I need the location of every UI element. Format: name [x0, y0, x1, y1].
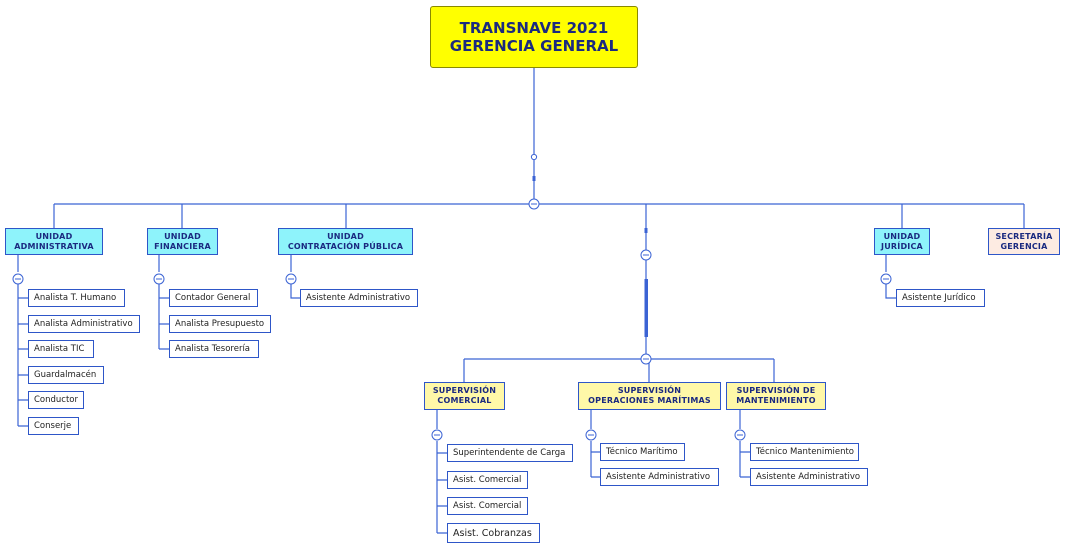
leaf-analista-presupuesto[interactable]: Analista Presupuesto [169, 315, 271, 333]
leaf-operaciones-asistente-administrativo[interactable]: Asistente Administrativo [600, 468, 719, 486]
unit-administrativa[interactable]: UNIDAD ADMINISTRATIVA [5, 228, 103, 255]
leaf-asist-comercial[interactable]: Asist. Comercial [447, 471, 528, 489]
unit-financiera[interactable]: UNIDAD FINANCIERA [147, 228, 218, 255]
supervision-operaciones-maritimas[interactable]: SUPERVISIÓN OPERACIONES MARÍTIMAS [578, 382, 721, 410]
leaf-analista-t-humano[interactable]: Analista T. Humano [28, 289, 125, 307]
leaf-analista-administrativo[interactable]: Analista Administrativo [28, 315, 140, 333]
leaf-conserje[interactable]: Conserje [28, 417, 79, 435]
leaf-mantenimiento-asistente-administrativo[interactable]: Asistente Administrativo [750, 468, 868, 486]
collapse-icon [640, 249, 652, 261]
unit-contratacion-publica[interactable]: UNIDAD CONTRATACIÓN PÚBLICA [278, 228, 413, 255]
leaf-analista-tesoreria[interactable]: Analista Tesorería [169, 340, 259, 358]
root-node-gerencia-general[interactable]: TRANSNAVE 2021 GERENCIA GENERAL [430, 6, 638, 68]
leaf-conductor[interactable]: Conductor [28, 391, 84, 409]
collapse-icon [12, 273, 24, 285]
collapse-icon [734, 429, 746, 441]
leaf-analista-tic[interactable]: Analista TIC [28, 340, 94, 358]
leaf-asistente-juridico[interactable]: Asistente Jurídico [896, 289, 985, 307]
collapse-icon [431, 429, 443, 441]
supervision-comercial[interactable]: SUPERVISIÓN COMERCIAL [424, 382, 505, 410]
leaf-tecnico-maritimo[interactable]: Técnico Marítimo [600, 443, 685, 461]
leaf-contador-general[interactable]: Contador General [169, 289, 258, 307]
root-subtitle: GERENCIA GENERAL [449, 37, 619, 55]
collapse-icon [640, 353, 652, 365]
collapse-icon [153, 273, 165, 285]
collapse-icon [880, 273, 892, 285]
collapse-icon [585, 429, 597, 441]
root-title: TRANSNAVE 2021 [459, 19, 609, 37]
leaf-guardalmacen[interactable]: Guardalmacén [28, 366, 104, 384]
leaf-contratacion-asistente-administrativo[interactable]: Asistente Administrativo [300, 289, 418, 307]
unit-juridica[interactable]: UNIDAD JURÍDICA [874, 228, 930, 255]
connector-thick-marks [532, 176, 648, 337]
supervision-mantenimiento[interactable]: SUPERVISIÓN DE MANTENIMIENTO [726, 382, 826, 410]
collapse-knobs[interactable] [12, 153, 892, 441]
leaf-superintendente-de-carga[interactable]: Superintendente de Carga [447, 444, 573, 462]
leaf-asist-cobranzas[interactable]: Asist. Cobranzas [447, 523, 540, 543]
secretaria-gerencia[interactable]: SECRETARÍA GERENCIA [988, 228, 1060, 255]
collapse-icon [530, 153, 538, 161]
collapse-icon [285, 273, 297, 285]
collapse-icon [528, 198, 540, 210]
leaf-tecnico-mantenimiento[interactable]: Técnico Mantenimiento [750, 443, 859, 461]
leaf-asist-comercial[interactable]: Asist. Comercial [447, 497, 528, 515]
